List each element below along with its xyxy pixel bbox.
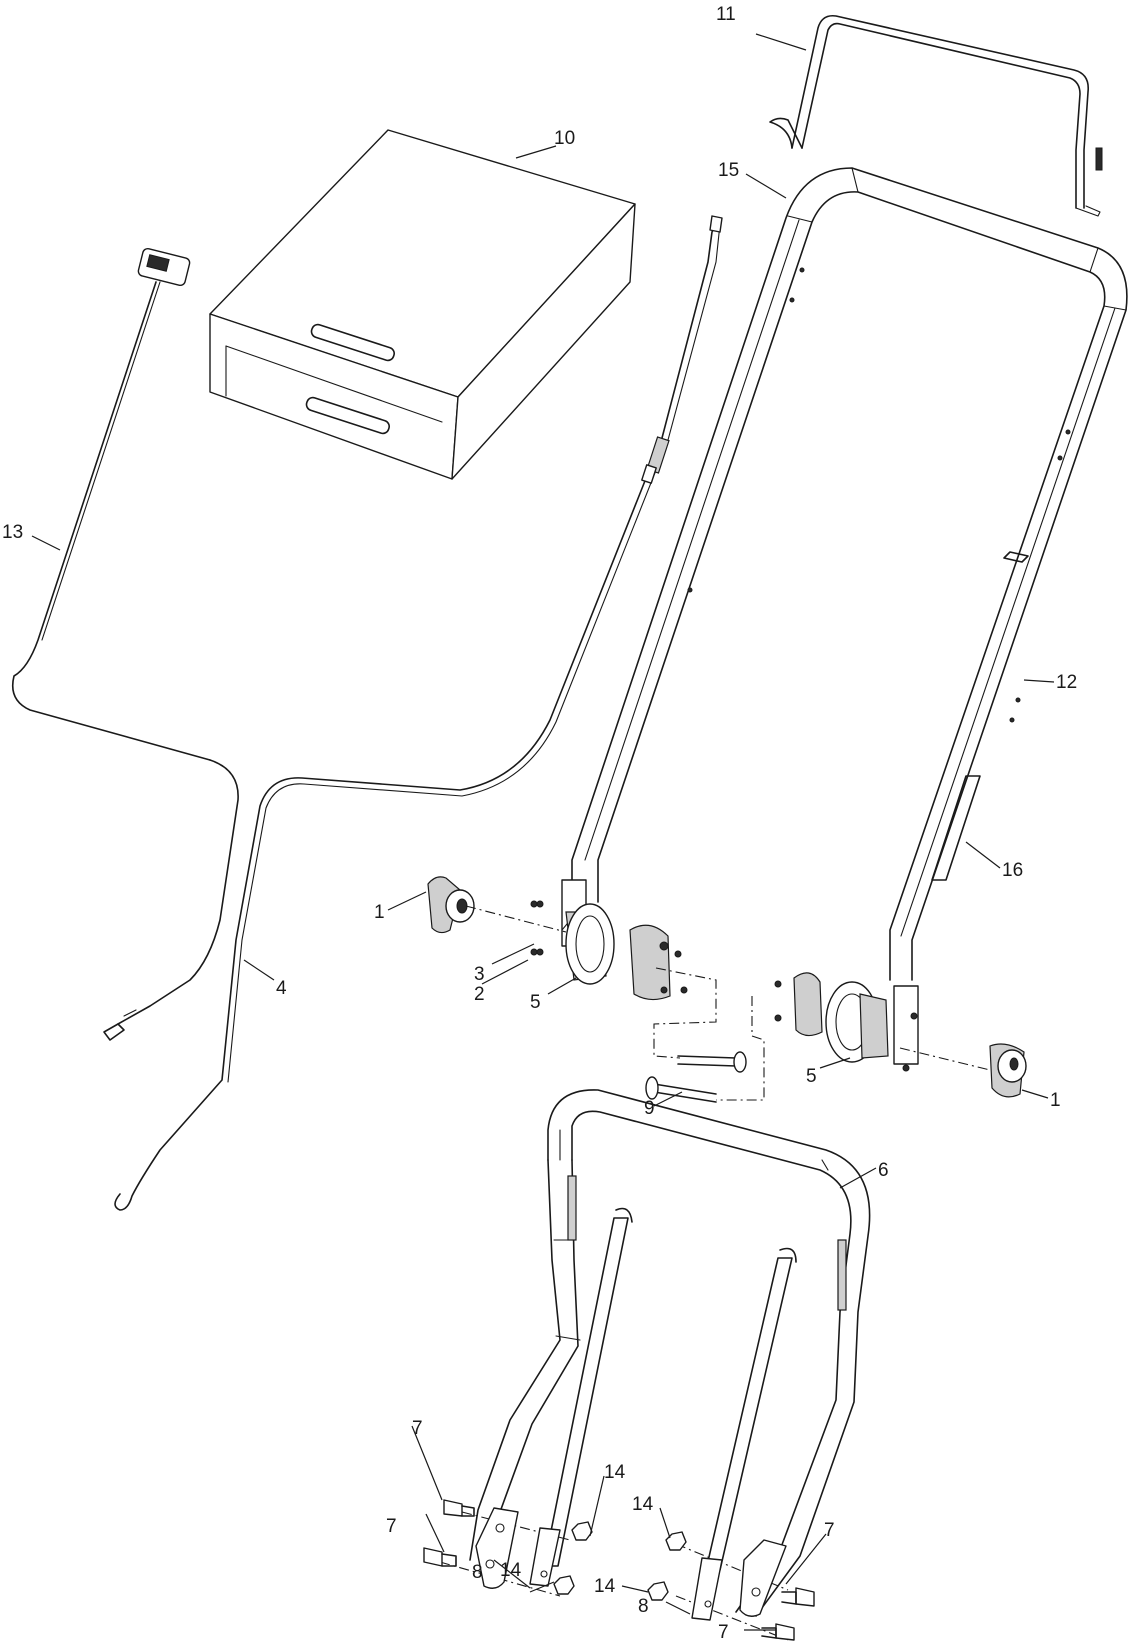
callout-4: 4	[276, 978, 287, 999]
part-11-bail-bar	[769, 14, 1103, 217]
callout-14-d: 14	[594, 1576, 616, 1597]
callout-7-d: 7	[718, 1622, 729, 1642]
part-10-collection-box	[209, 129, 636, 480]
callout-14-c: 14	[500, 1560, 522, 1581]
part-4-drive-cable	[114, 215, 723, 1211]
callout-8-b: 8	[638, 1596, 649, 1617]
part-6-lower-handle	[469, 1089, 871, 1617]
part-13-control-cable	[11, 247, 239, 1041]
callout-12: 12	[1056, 672, 1077, 693]
part-1-knob-right	[989, 1043, 1027, 1098]
part-14-nuts	[553, 1521, 687, 1601]
callout-14-b: 14	[632, 1494, 654, 1515]
leader-lines	[31, 33, 1055, 1631]
part-9-pivot-bolts	[645, 1051, 747, 1103]
parts-2-3-washers-left	[530, 900, 544, 956]
callout-3: 3	[474, 964, 485, 985]
callout-7-c: 7	[824, 1520, 835, 1541]
part-5-height-adjuster-right	[774, 972, 918, 1072]
callout-6: 6	[878, 1160, 889, 1181]
part-7-bolts	[423, 1499, 815, 1641]
callout-5-right: 5	[806, 1066, 817, 1087]
callout-labels: 11 10 15 13 12 16 1 3 2 5 4 5 1 9 6 7 14…	[2, 4, 1077, 1642]
part-15-upper-handle	[561, 167, 1128, 1065]
callout-1-right: 1	[1050, 1090, 1061, 1111]
part-1-knob-left	[427, 876, 475, 934]
callout-9: 9	[644, 1098, 655, 1119]
part-8-adjustment-links	[529, 1207, 797, 1621]
callout-8-a: 8	[472, 1562, 483, 1583]
callout-11: 11	[716, 4, 736, 25]
callout-5-left: 5	[530, 992, 541, 1013]
callout-2: 2	[474, 984, 485, 1005]
callout-7-a: 7	[412, 1418, 423, 1439]
callout-16: 16	[1002, 860, 1023, 881]
callout-13: 13	[2, 522, 23, 543]
callout-10: 10	[554, 128, 575, 149]
part-5-height-adjuster-left	[565, 903, 688, 1001]
callout-7-b: 7	[386, 1516, 397, 1537]
callout-14-a: 14	[604, 1462, 626, 1483]
callout-15: 15	[718, 160, 739, 181]
callout-1-left: 1	[374, 902, 385, 923]
